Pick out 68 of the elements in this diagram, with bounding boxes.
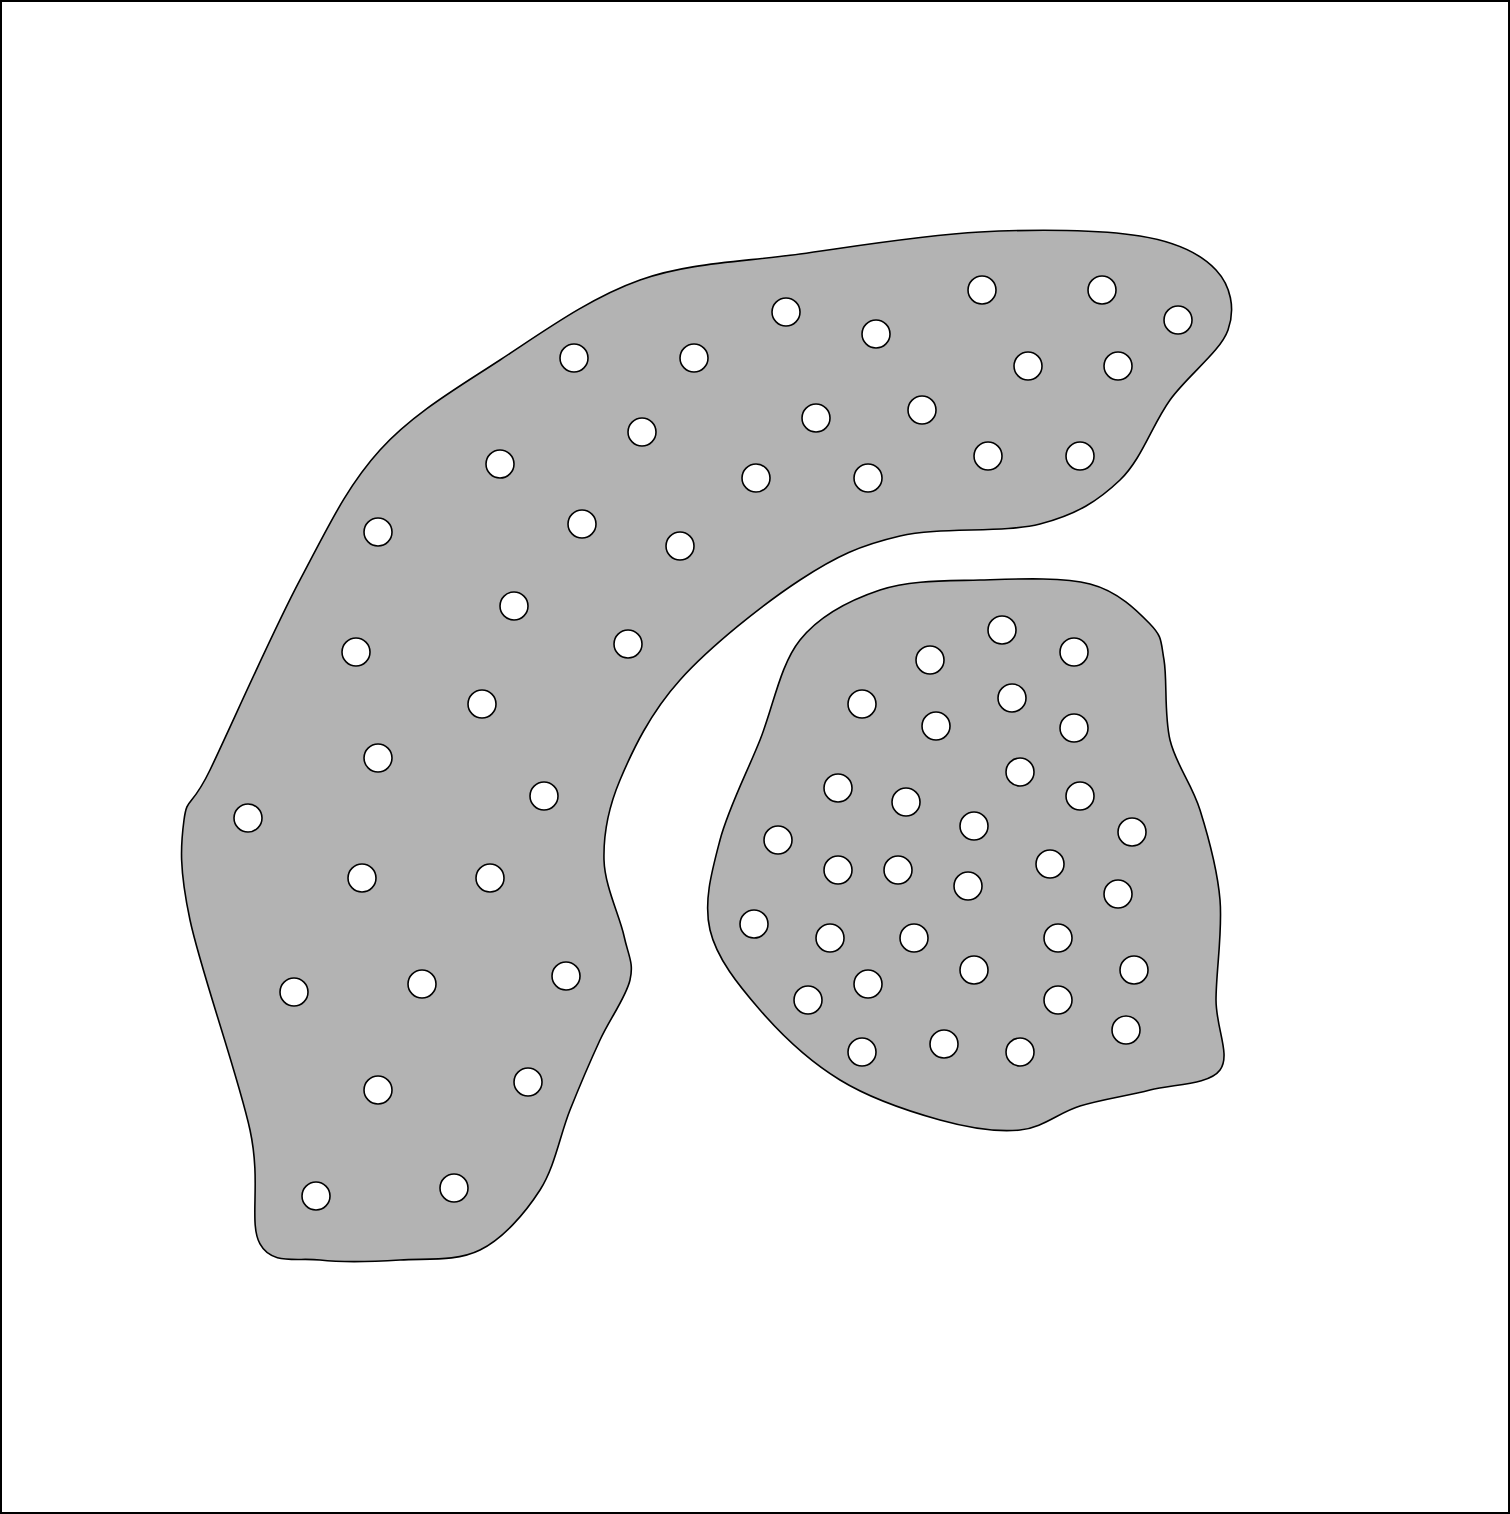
small-circle: [1065, 781, 1095, 811]
small-circle: [347, 863, 377, 893]
small-circle: [959, 955, 989, 985]
small-circle: [1103, 879, 1133, 909]
small-circle: [467, 689, 497, 719]
small-circle: [407, 969, 437, 999]
small-circle: [847, 689, 877, 719]
small-circle: [559, 343, 589, 373]
small-circle: [907, 395, 937, 425]
small-circle: [551, 961, 581, 991]
small-circle: [1035, 849, 1065, 879]
small-circle: [921, 711, 951, 741]
small-circle: [823, 773, 853, 803]
small-circle: [915, 645, 945, 675]
small-circle: [279, 977, 309, 1007]
small-circle: [1013, 351, 1043, 381]
small-circle: [1043, 985, 1073, 1015]
small-circle: [861, 319, 891, 349]
small-circle: [627, 417, 657, 447]
small-circle: [1059, 637, 1089, 667]
small-circle: [1163, 305, 1193, 335]
small-circle: [1065, 441, 1095, 471]
small-circle: [801, 403, 831, 433]
small-circle: [891, 787, 921, 817]
small-circle: [1117, 817, 1147, 847]
small-circle: [771, 297, 801, 327]
small-circle: [853, 969, 883, 999]
small-circle: [1103, 351, 1133, 381]
small-circle: [613, 629, 643, 659]
small-circle: [1111, 1015, 1141, 1045]
small-circle: [233, 803, 263, 833]
small-circle: [929, 1029, 959, 1059]
region-shape: [180, 229, 1233, 1263]
small-circle: [847, 1037, 877, 1067]
small-circle: [567, 509, 597, 539]
small-circle: [363, 517, 393, 547]
small-circle: [679, 343, 709, 373]
small-circle: [973, 441, 1003, 471]
small-circle: [665, 531, 695, 561]
small-circle: [967, 275, 997, 305]
small-circle: [475, 863, 505, 893]
small-circle: [741, 463, 771, 493]
small-circle: [883, 855, 913, 885]
small-circle: [363, 743, 393, 773]
small-circle: [485, 449, 515, 479]
small-circle: [953, 871, 983, 901]
small-circle: [499, 591, 529, 621]
small-circle: [959, 811, 989, 841]
small-circle: [763, 825, 793, 855]
small-circle: [513, 1067, 543, 1097]
small-circle: [341, 637, 371, 667]
small-circle: [815, 923, 845, 953]
small-circle: [987, 615, 1017, 645]
region-shape: [706, 578, 1225, 1132]
small-circle: [1119, 955, 1149, 985]
small-circle: [1043, 923, 1073, 953]
small-circle: [853, 463, 883, 493]
small-circle: [997, 683, 1027, 713]
small-circle: [823, 855, 853, 885]
small-circle: [1005, 757, 1035, 787]
small-circle: [739, 909, 769, 939]
small-circle: [1059, 713, 1089, 743]
small-circle: [529, 781, 559, 811]
small-circle: [363, 1075, 393, 1105]
small-circle: [899, 923, 929, 953]
small-circle: [1087, 275, 1117, 305]
small-circle: [1005, 1037, 1035, 1067]
small-circle: [793, 985, 823, 1015]
